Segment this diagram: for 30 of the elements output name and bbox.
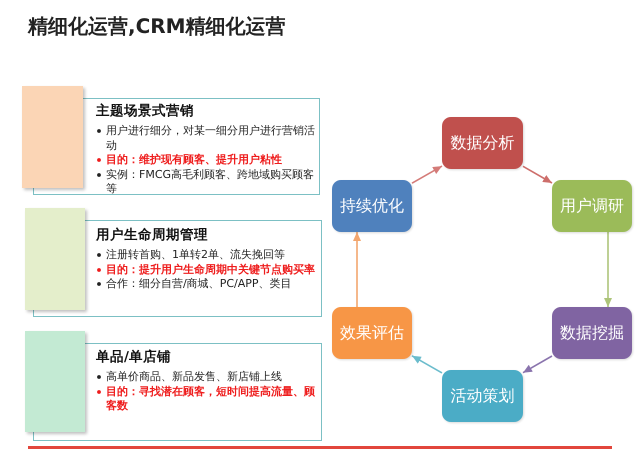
step-box: 数据挖掘 [552,307,632,359]
page-title: 精细化运营,CRM精细化运营 [28,13,286,40]
bullet-item: 目的：寻找潜在顾客，短时间提高流量、顾客数 [106,384,316,414]
arrow [604,232,612,307]
panel-heading: 主题场景式营销 [96,103,195,120]
step-box: 持续优化 [332,180,412,232]
arrow [353,232,361,307]
bullet-item: 合作：细分自营/商城、PC/APP、类目 [106,277,293,292]
info-panel [25,208,322,317]
arrow [522,355,552,374]
side-tile [25,331,85,432]
step-box: 活动策划 [442,370,523,422]
bullet-item: 目的：维护现有顾客、提升用户粘性 [106,153,283,168]
arrow [412,355,442,374]
side-tile [22,86,83,188]
arrow [522,166,552,184]
step-box: 用户调研 [552,180,632,232]
bullet-item: 用户进行细分，对某一细分用户进行营销活动 [106,124,316,153]
info-panel [22,86,320,195]
arrow [412,165,442,184]
side-tile [25,208,85,310]
bullet-item: 高单价商品、新品发售、新店铺上线 [106,370,283,384]
step-box: 数据分析 [442,117,523,169]
bullet-item: 目的：提升用户生命周期中关键节点购买率 [106,262,316,277]
info-panel [25,331,322,441]
panel-heading: 单品/单店铺 [96,349,172,366]
bullet-item: 实例：FMCG高毛利顾客、跨地域购买顾客等 [106,168,316,196]
bullet-item: 注册转首购、1单转2单、流失挽回等 [106,248,286,262]
panel-heading: 用户生命周期管理 [96,227,209,244]
step-box: 效果评估 [332,307,412,359]
